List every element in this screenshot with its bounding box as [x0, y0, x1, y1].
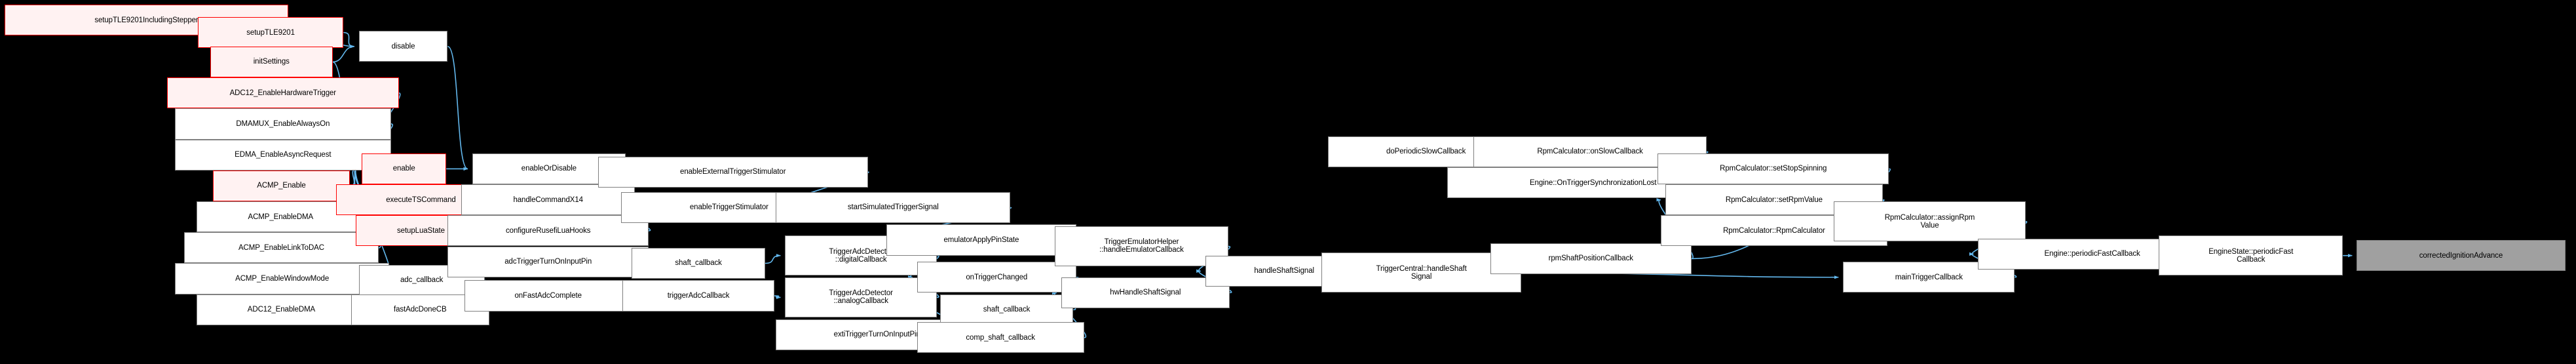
- graph-node-disable[interactable]: disable: [358, 31, 448, 62]
- graph-edge: [349, 167, 358, 187]
- graph-node-comp-shaft-callback[interactable]: comp_shaft_callback: [917, 322, 1084, 354]
- graph-node-edma-enableasyncrequest[interactable]: EDMA_EnableAsyncRequest: [174, 139, 391, 171]
- graph-node-triggeremulatorhelper-handleemulatorcallback[interactable]: TriggerEmulatorHelper ::handleEmulatorCa…: [1055, 226, 1228, 267]
- graph-node-initsettings[interactable]: initSettings: [210, 46, 333, 78]
- graph-node-configurerusefiluahooks[interactable]: configureRusefiLuaHooks: [447, 215, 649, 247]
- graph-edge: [774, 295, 781, 300]
- graph-node-triggeradccallback[interactable]: triggerAdcCallback: [622, 280, 774, 312]
- graph-node-shaft-callback[interactable]: shaft_callback: [632, 247, 765, 279]
- graph-node-triggeradcdetector-digitalcallback[interactable]: TriggerAdcDetector ::digitalCallback: [785, 235, 938, 276]
- graph-node-enginestate-periodicfast-callback[interactable]: EngineState::periodicFast Callback: [2159, 235, 2343, 276]
- graph-node-ontriggerchanged[interactable]: onTriggerChanged: [917, 262, 1076, 293]
- graph-node-enableexternaltriggerstimulator[interactable]: enableExternalTriggerStimulator: [597, 156, 868, 188]
- graph-node-setuptle9201[interactable]: setupTLE9201: [197, 16, 344, 49]
- graph-node-acmp-enablewindowmode[interactable]: ACMP_EnableWindowMode: [174, 263, 390, 294]
- graph-node-rpmcalculator-setstopspinning[interactable]: RpmCalculator::setStopSpinning: [1657, 153, 1889, 185]
- graph-node-shaft-callback[interactable]: shaft_callback: [939, 294, 1074, 325]
- graph-node-rpmcalculator-assignrpm-value[interactable]: RpmCalculator::assignRpm Value: [1834, 201, 2026, 242]
- graph-node-hwhandleshaftsignal[interactable]: hwHandleShaftSignal: [1061, 277, 1230, 308]
- graph-node-startsimulatedtriggersignal[interactable]: startSimulatedTriggerSignal: [776, 192, 1011, 224]
- graph-node-dmamux-enablealwayson[interactable]: DMAMUX_EnableAlwaysOn: [174, 108, 391, 140]
- graph-node-adctriggerturnoninputpin[interactable]: adcTriggerTurnOnInputPin: [447, 246, 649, 277]
- graph-node-enable[interactable]: enable: [362, 153, 447, 185]
- graph-node-adc12-enablehardwaretrigger[interactable]: ADC12_EnableHardwareTrigger: [167, 77, 399, 109]
- graph-node-acmp-enablelinktodac[interactable]: ACMP_EnableLinkToDAC: [183, 232, 379, 264]
- graph-node-acmp-enable[interactable]: ACMP_Enable: [213, 170, 350, 201]
- graph-edge: [765, 254, 781, 264]
- graph-node-correctedignitionadvance[interactable]: correctedIgnitionAdvance: [2357, 240, 2566, 272]
- graph-node-emulatorapplypinstate[interactable]: emulatorApplyPinState: [886, 224, 1076, 256]
- graph-node-triggercentral-handleshaft-signal[interactable]: TriggerCentral::handleShaft Signal: [1321, 252, 1521, 293]
- graph-node-adc12-enabledma[interactable]: ADC12_EnableDMA: [196, 294, 367, 325]
- graph-edge: [343, 31, 355, 49]
- graph-node-triggeradcdetector-analogcallback[interactable]: TriggerAdcDetector ::analogCallback: [785, 277, 938, 318]
- graph-node-onfastadccomplete[interactable]: onFastAdcComplete: [464, 280, 632, 312]
- graph-node-handlecommandx14[interactable]: handleCommandX14: [461, 184, 635, 216]
- graph-edge: [332, 45, 355, 63]
- graph-edge: [447, 46, 468, 171]
- graph-node-rpmshaftpositioncallback[interactable]: rpmShaftPositionCallback: [1490, 243, 1692, 274]
